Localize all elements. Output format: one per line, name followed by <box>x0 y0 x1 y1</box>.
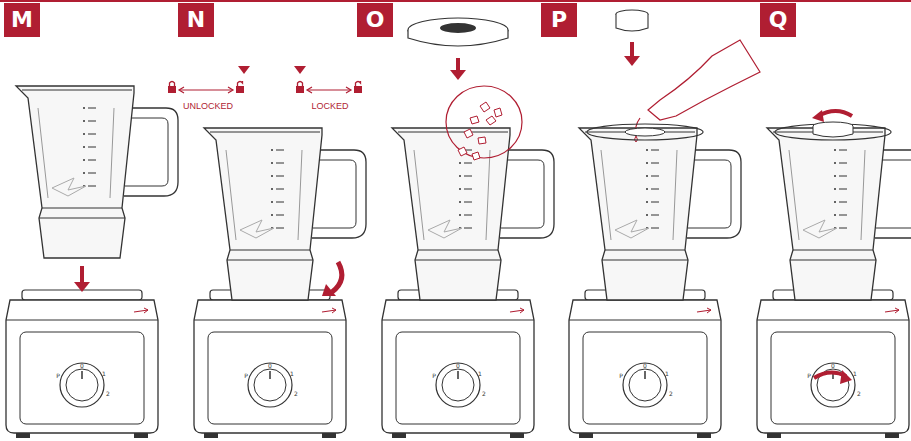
dial-setting: 1 <box>478 370 482 377</box>
step-letter-box: Q <box>760 3 796 37</box>
dial-setting: 2 <box>106 390 110 397</box>
dial-setting: 2 <box>669 390 673 397</box>
step-m-arrow <box>74 266 90 292</box>
dial-setting: 0 <box>643 362 647 369</box>
blender-bases <box>6 290 909 438</box>
step-letter: P <box>551 9 567 31</box>
dial-setting: P <box>432 372 436 379</box>
dial-setting: 0 <box>456 362 460 369</box>
dial-setting: P <box>244 372 248 379</box>
dial-setting: 1 <box>665 370 669 377</box>
step-letter-box: N <box>178 3 214 37</box>
step-letter: Q <box>769 9 788 31</box>
dial-setting: 0 <box>268 362 272 369</box>
step-letter: M <box>11 9 33 31</box>
dial-setting: 1 <box>853 370 857 377</box>
dial-setting: 0 <box>831 362 835 369</box>
dial-setting: 2 <box>857 390 861 397</box>
step-letter: O <box>366 9 385 31</box>
dial-setting: 2 <box>294 390 298 397</box>
step-letter-box: O <box>357 3 393 37</box>
lock-state-label: UNLOCKED <box>183 101 233 111</box>
step-n-lock-symbols <box>168 66 362 296</box>
dial-setting: P <box>56 372 60 379</box>
dial-setting: 2 <box>482 390 486 397</box>
dial-setting: 1 <box>290 370 294 377</box>
step-o-lid-and-food <box>408 18 522 160</box>
step-p-cap-and-bottle <box>587 10 760 142</box>
dial-setting: 0 <box>80 362 84 369</box>
dial-setting: 1 <box>102 370 106 377</box>
step-letter-box: M <box>4 3 40 37</box>
step-q-closing <box>775 110 891 384</box>
header-rule <box>0 0 911 2</box>
dial-setting: P <box>619 372 623 379</box>
step-letter: N <box>187 9 205 31</box>
dial-setting: P <box>807 372 811 379</box>
lock-state-label: LOCKED <box>311 101 348 111</box>
step-letter-box: P <box>541 3 577 37</box>
blender-jugs <box>16 86 911 300</box>
